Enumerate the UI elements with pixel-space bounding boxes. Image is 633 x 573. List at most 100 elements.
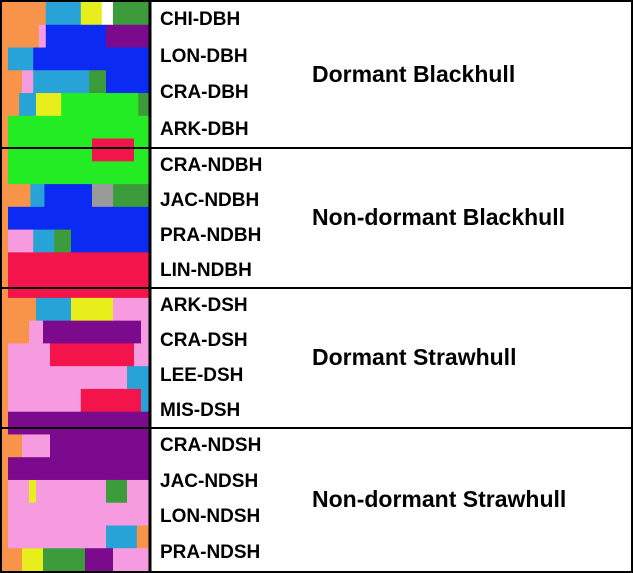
ancestry-segment [92,184,114,208]
ancestry-bar [8,411,149,436]
ancestry-segment [29,320,44,344]
ancestry-segment [8,206,149,231]
ancestry-segment [113,2,149,26]
ancestry-segment [22,70,34,94]
ancestry-segment [8,70,23,94]
ancestry-bar [8,161,149,185]
ancestry-segment [33,70,90,94]
ancestry-segment [45,24,107,49]
population-label: ARK-DSH [160,294,248,316]
population-label: CRA-DBH [160,82,249,104]
ancestry-segment [8,161,149,185]
population-label: PRA-NDBH [160,224,262,246]
population-label: LEE-DSH [160,364,244,386]
ancestry-bar [8,24,149,49]
ancestry-segment [54,229,72,253]
ancestry-segment [106,70,149,94]
ancestry-bar [8,206,149,231]
ancestry-segment [8,525,107,549]
ancestry-segment [50,434,149,458]
ancestry-segment [8,2,47,26]
ancestry-segment [8,275,149,299]
ancestry-segment [106,24,149,49]
population-label: PRA-NDSH [160,542,261,564]
ancestry-bar [8,502,149,527]
ancestry-segment [8,320,30,344]
ancestry-segment [8,457,149,481]
ancestry-segment [45,2,82,26]
ancestry-segment [8,252,149,276]
ancestry-bar [8,275,149,299]
ancestry-bar [8,343,149,367]
group-label: Dormant Blackhull [312,61,516,87]
ancestry-bar [8,2,149,26]
ancestry-bar [8,115,149,140]
ancestry-segment [85,548,114,572]
ancestry-segment [8,297,37,322]
ancestry-segment [36,93,62,117]
population-label: JAC-NDBH [160,189,260,211]
ancestry-segment [8,229,34,253]
ancestry-segment [8,47,34,71]
ancestry-segment [113,184,149,208]
ancestry-segment [8,115,149,140]
ancestry-bar [8,229,149,253]
ancestry-segment [43,548,86,572]
population-label: LIN-NDBH [160,259,252,281]
ancestry-segment [8,411,149,436]
ancestry-segment [113,297,149,322]
ancestry-segment [141,388,149,413]
ancestry-segment [50,343,135,367]
population-label: LON-DBH [160,45,248,67]
ancestry-bar [8,184,149,208]
ancestry-segment [43,320,142,344]
ancestry-segment [8,502,149,527]
ancestry-segment [8,366,128,390]
ancestry-bar [8,47,149,71]
population-label: JAC-NDSH [160,470,259,492]
ancestry-segment [8,184,31,208]
ancestry-segment [22,548,44,572]
ancestry-segment [136,525,149,549]
ancestry-segment [106,479,128,504]
left-edge-strip [2,2,8,571]
ancestry-segment [29,479,37,504]
ancestry-segment [36,297,72,322]
ancestry-segment [38,24,47,49]
population-label: CRA-DSH [160,329,248,351]
ancestry-segment [71,229,149,253]
ancestry-segment [71,297,114,322]
group-label: Dormant Strawhull [312,344,517,370]
ancestry-segment [134,138,149,162]
ancestry-segment [61,93,139,117]
ancestry-segment [44,184,93,208]
population-label: CRA-NDBH [160,154,263,176]
ancestry-segment [80,2,103,26]
population-label: LON-NDSH [160,506,261,528]
ancestry-bar [8,366,149,390]
ancestry-segment [30,184,45,208]
population-label: MIS-DSH [160,399,241,421]
ancestry-bar [8,525,149,549]
ancestry-segment [36,479,107,504]
ancestry-segment [92,138,135,162]
ancestry-segment [33,47,149,71]
ancestry-segment [141,320,149,344]
ancestry-segment [80,388,142,413]
ancestry-bar [8,479,149,504]
population-label: ARK-DBH [160,118,249,140]
ancestry-segment [8,93,20,117]
structure-bar-plot [2,2,149,572]
ancestry-segment [8,343,51,367]
ancestry-bar [8,434,149,458]
ancestry-segment [8,24,40,49]
population-label: CRA-NDSH [160,434,262,456]
ancestry-segment [8,138,93,162]
ancestry-bar [8,297,149,322]
ancestry-bar [8,320,149,344]
ancestry-segment [127,479,149,504]
ancestry-segment [89,70,107,94]
ancestry-bar [8,70,149,94]
